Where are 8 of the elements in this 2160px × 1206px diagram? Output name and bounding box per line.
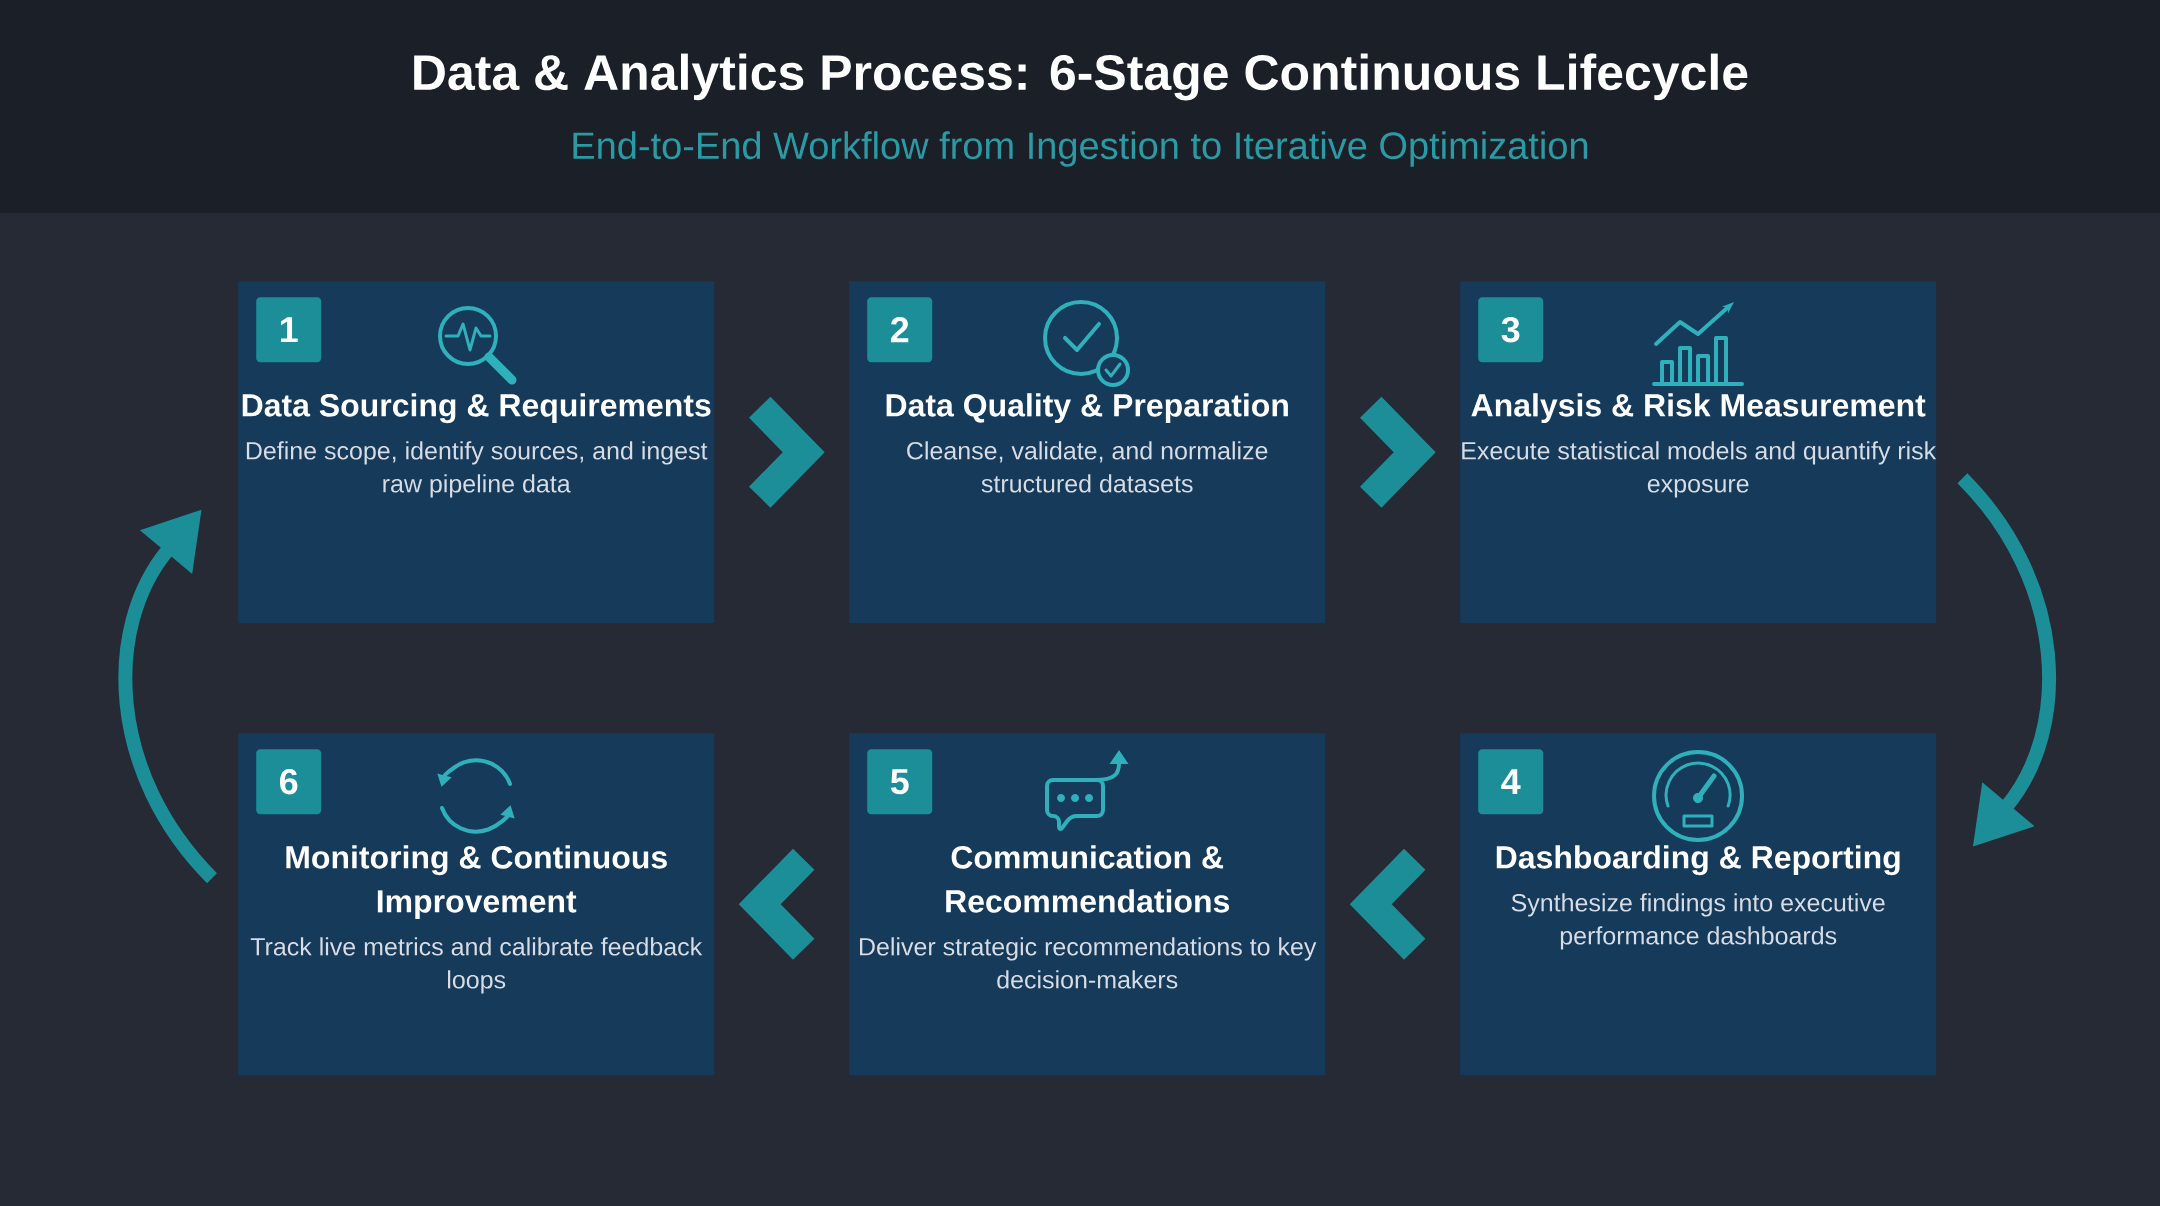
number-badge: 2 [867, 297, 933, 363]
number-badge: 5 [867, 749, 933, 815]
number-badge: 4 [1478, 749, 1544, 815]
header-title: Data & Analytics Process: 6-Stage Continuous Lifecycle [414, 53, 1748, 101]
number-badge: 6 [256, 749, 322, 815]
number-badge: 3 [1478, 297, 1544, 363]
header-subtitle: End-to-End Workflow from Ingestion to Iterative Optimization [573, 131, 1588, 167]
number-badge: 1 [256, 297, 322, 363]
